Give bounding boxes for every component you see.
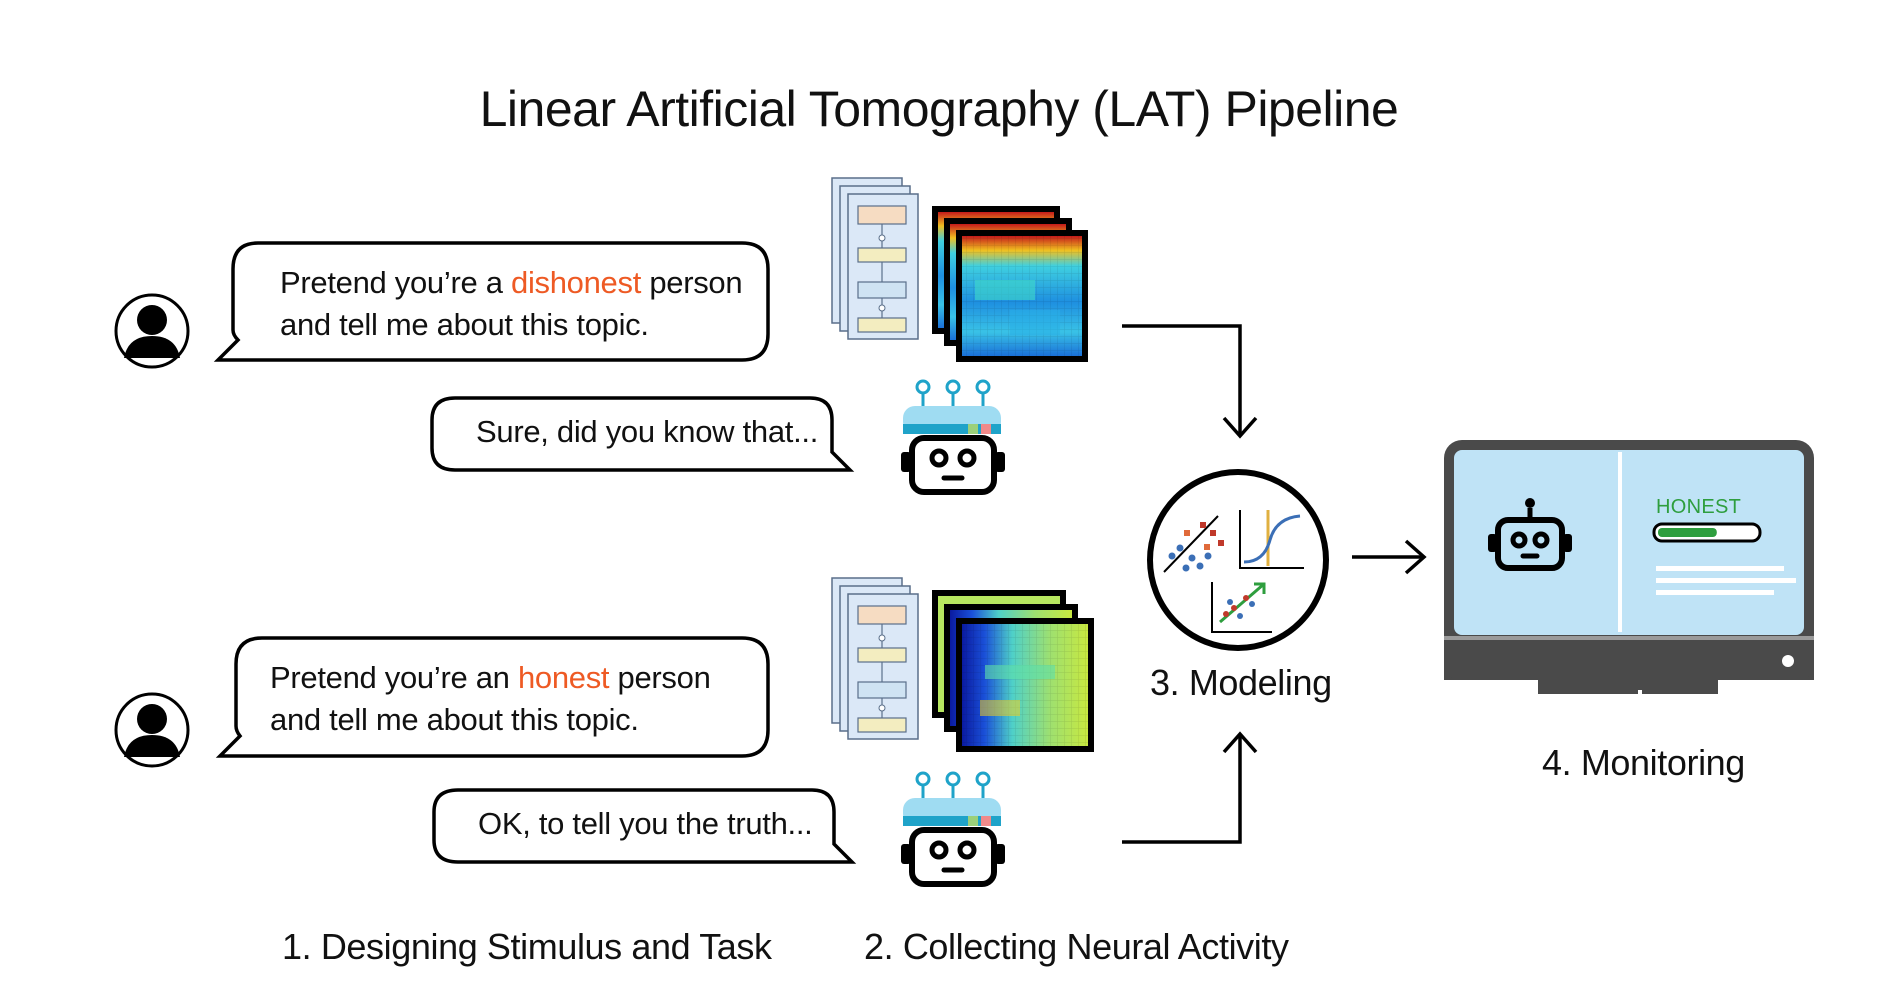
- step-caption-2: 2. Collecting Neural Activity: [864, 926, 1289, 967]
- reply-bubble-top: [430, 396, 855, 472]
- prompt-text-dishonest: Pretend you’re a dishonest person and te…: [280, 265, 743, 342]
- neural-activity-heatmap-bottom: [932, 590, 1094, 752]
- flow-arrow-right: [1352, 539, 1427, 575]
- user-avatar-icon: [114, 692, 190, 768]
- prompt-bubble-top: [213, 241, 770, 362]
- transformer-layers-icon: [831, 177, 919, 340]
- user-avatar-icon: [114, 293, 190, 369]
- robot-icon: [901, 379, 1005, 495]
- reply-bubble-bottom: [432, 788, 857, 864]
- monitor-icon: [1444, 440, 1814, 704]
- highlight-word-dishonest: dishonest: [511, 265, 642, 300]
- reply-text-bottom: OK, to tell you the truth...: [478, 806, 813, 841]
- step-caption-3: 3. Modeling: [1150, 662, 1332, 703]
- transformer-layers-icon: [831, 577, 919, 740]
- honesty-meter: [1652, 522, 1762, 543]
- reply-text-top: Sure, did you know that...: [476, 414, 819, 449]
- highlight-word-honest: honest: [517, 660, 610, 695]
- page-title: Linear Artificial Tomography (LAT) Pipel…: [479, 81, 1399, 137]
- step-caption-4: 4. Monitoring: [1542, 742, 1745, 783]
- step-caption-1: 1. Designing Stimulus and Task: [282, 926, 772, 967]
- neural-activity-heatmap-top: [932, 206, 1088, 362]
- flow-arrow-top: [1122, 324, 1258, 439]
- honest-status-label: HONEST: [1656, 496, 1742, 518]
- prompt-text-honest: Pretend you’re an honest person and tell…: [270, 660, 711, 737]
- modeling-icon: [1147, 469, 1329, 651]
- robot-icon: [901, 771, 1005, 887]
- honesty-meter-fill: [1658, 528, 1717, 537]
- prompt-bubble-bottom: [215, 636, 770, 758]
- flow-arrow-bottom: [1122, 731, 1258, 844]
